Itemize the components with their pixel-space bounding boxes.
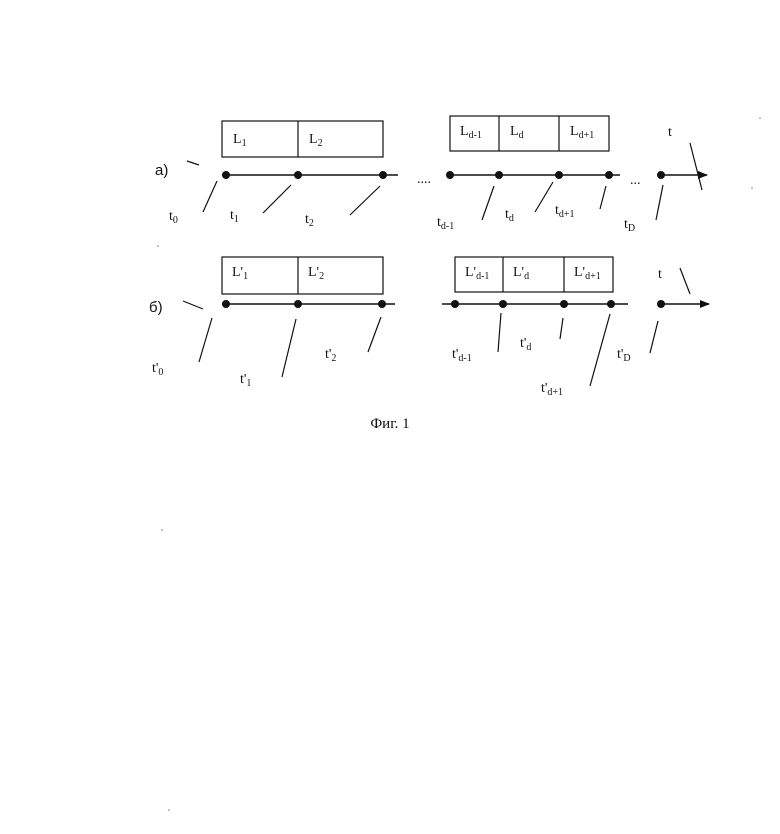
row-b-label-t0: t'0	[152, 361, 163, 378]
row-a-box-ld+1: Ld+1	[570, 124, 594, 141]
row-a-leader	[350, 186, 380, 215]
row-a-leader	[656, 185, 663, 220]
row-a-label-t1: t1	[230, 208, 239, 225]
row-b-box-ld-1: L'd-1	[465, 265, 489, 282]
row-b-point-td	[499, 300, 507, 308]
row-a-leader	[600, 186, 606, 209]
row-b-label-t2: t'2	[325, 347, 336, 364]
row-a-letter-leader	[187, 161, 199, 165]
row-a-point-td+1	[555, 171, 563, 179]
row-a-point-end	[657, 171, 665, 179]
row-b-letter-leader	[183, 301, 203, 309]
row-a-box-l1: L1	[233, 132, 247, 149]
row-a-point-tD	[605, 171, 613, 179]
row-a-point-td	[495, 171, 503, 179]
row-b-point-t0	[222, 300, 230, 308]
row-a-label-t2: t2	[305, 212, 314, 229]
row-b-letter: б)	[149, 299, 163, 316]
row-b-label-tD: t'D	[617, 347, 631, 364]
row-b-box-ld: L'd	[513, 265, 529, 282]
row-a-point-t2	[379, 171, 387, 179]
row-a-label-td+1: td+1	[555, 203, 575, 220]
row-b-label-td+1: t'd+1	[541, 381, 563, 398]
row-a-boxes-right: Ld-1 Ld Ld+1	[450, 116, 609, 151]
row-a-leader	[535, 182, 553, 212]
scan-speck	[168, 809, 170, 811]
row-a-leader	[203, 181, 217, 212]
row-b-label-t1: t'1	[240, 372, 251, 389]
row-a-box-ld: Ld	[510, 124, 524, 141]
row-b-point-t1	[294, 300, 302, 308]
row-a-point-t1	[294, 171, 302, 179]
row-a-letter: а)	[155, 162, 168, 179]
row-b-axis-label-leader	[680, 268, 690, 294]
row-a-axis-label-leader	[690, 143, 702, 190]
row-b-leader	[199, 318, 212, 362]
row-a-label-td-1: td-1	[437, 215, 454, 232]
row-b: б) L'1 L'2 L'd-1 L'd L'd+1	[149, 257, 709, 398]
row-a-label-t0: t0	[169, 209, 178, 226]
row-b-leader	[368, 317, 381, 352]
row-b-point-end	[657, 300, 665, 308]
row-b-leader	[498, 313, 501, 352]
row-b-leader	[590, 314, 610, 386]
row-a-point-td-1	[446, 171, 454, 179]
row-a-leader	[482, 186, 494, 220]
row-b-boxes-right: L'd-1 L'd L'd+1	[455, 257, 613, 292]
row-b-box-l1: L'1	[232, 265, 248, 282]
row-a-point-t0	[222, 171, 230, 179]
row-b-axis-label: t	[658, 267, 662, 282]
row-a-ellipsis-2: ...	[630, 173, 641, 188]
row-b-point-td+1	[560, 300, 568, 308]
row-b-label-td: t'd	[520, 336, 531, 353]
row-b-leader	[650, 321, 658, 353]
row-b-leader	[282, 319, 296, 377]
row-b-point-td-1	[451, 300, 459, 308]
scan-speck	[161, 529, 163, 531]
row-b-point-t2	[378, 300, 386, 308]
row-a-ellipsis-1: ....	[417, 172, 431, 187]
figure-caption: Фиг. 1	[370, 416, 409, 432]
row-b-boxes-left: L'1 L'2	[222, 257, 383, 294]
row-b-label-td-1: t'd-1	[452, 347, 472, 364]
scan-speck	[751, 187, 753, 189]
row-b-box-ld+1: L'd+1	[574, 265, 601, 282]
row-a-leader	[263, 185, 291, 213]
row-a-label-tD: tD	[624, 217, 635, 234]
row-b-point-tD	[607, 300, 615, 308]
scan-speck	[759, 117, 761, 119]
row-a-box-l2: L2	[309, 132, 323, 149]
row-a-box-ld-1: Ld-1	[460, 124, 482, 141]
row-a-label-td: td	[505, 207, 514, 224]
row-b-leader	[560, 318, 563, 339]
row-a: а) L1 L2 Ld-1 Ld Ld+1 .... ...	[155, 116, 707, 234]
scan-speck	[157, 245, 159, 247]
row-a-boxes-left: L1 L2	[222, 121, 383, 157]
row-a-axis-label: t	[668, 125, 672, 140]
row-b-box-l2: L'2	[308, 265, 324, 282]
